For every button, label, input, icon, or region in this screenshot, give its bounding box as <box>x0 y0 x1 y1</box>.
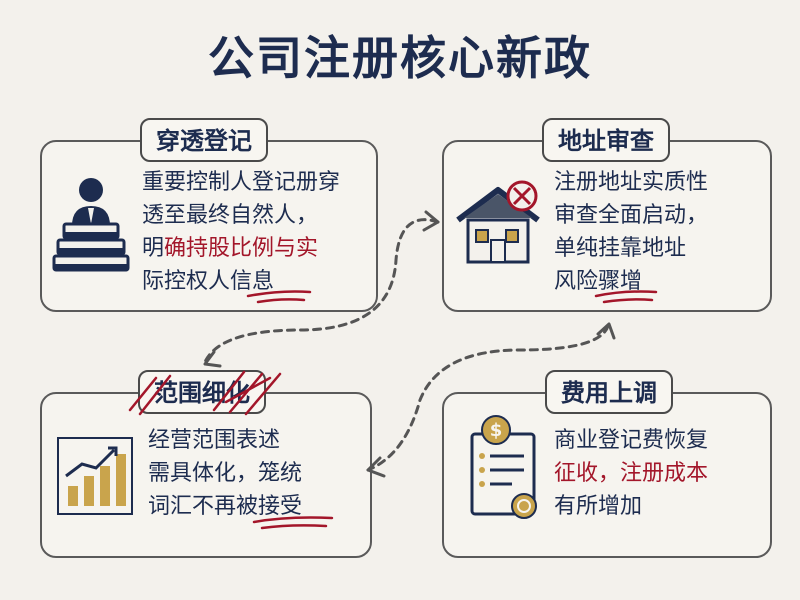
tag-fee-increase: 费用上调 <box>545 370 673 414</box>
text-segment: 透至最终自然人， <box>142 203 319 228</box>
accent-strokes <box>224 376 272 404</box>
accent-strokes <box>128 370 282 416</box>
connector-arrow <box>203 218 440 364</box>
tag-penetration-registration: 穿透登记 <box>140 118 268 162</box>
text-segment: 单纯挂靠地址 <box>554 236 687 261</box>
text-segment: 审查全面启动， <box>554 203 709 228</box>
svg-text:$: $ <box>490 420 503 441</box>
text-line: 经营范围表述 <box>148 424 302 457</box>
text-line: 风险骤增 <box>554 265 708 298</box>
text-segment: 有所增加 <box>554 494 643 519</box>
scope-description: 经营范围表述 需具体化，笼统 词汇不再被接受 <box>148 424 302 523</box>
underline-mark <box>246 290 312 304</box>
text-segment: 际控权人信息 <box>142 269 275 294</box>
text-line: 明确持股比例与实 <box>142 232 340 265</box>
text-line: 重要控制人登记册穿 <box>142 166 340 199</box>
highlight-text: 确持股比例与实 <box>164 236 319 261</box>
page-title: 公司注册核心新政 <box>208 31 592 85</box>
highlight-text: 征收，注册成本 <box>554 461 709 486</box>
text-segment: 重要控制人登记册穿 <box>142 170 341 195</box>
text-line: 单纯挂靠地址 <box>554 232 708 265</box>
text-line: 际控权人信息 <box>142 265 340 298</box>
text-segment: 经营范围表述 <box>148 428 281 453</box>
text-line: 征收，注册成本 <box>554 457 708 490</box>
text-line: 审查全面启动， <box>554 199 708 232</box>
address-description: 注册地址实质性 审查全面启动， 单纯挂靠地址 风险骤增 <box>554 166 708 298</box>
text-segment: 需具体化，笼统 <box>148 461 303 486</box>
underline-mark <box>594 290 658 304</box>
house-with-prohibited-sign-icon <box>456 180 540 264</box>
document-with-coin-icon: $ <box>470 415 537 519</box>
text-line: 透至最终自然人， <box>142 199 340 232</box>
text-segment: 注册地址实质性 <box>554 170 709 195</box>
arrowhead <box>422 210 440 232</box>
arrowhead <box>596 322 616 340</box>
text-line: 需具体化，笼统 <box>148 457 302 490</box>
text-segment: 明 <box>142 236 165 261</box>
text-segment: 商业登记费恢复 <box>554 428 709 453</box>
connector-arrow <box>366 324 610 472</box>
tag-address-review: 地址审查 <box>542 118 670 162</box>
rising-bar-chart-icon <box>57 437 133 515</box>
fee-description: 商业登记费恢复 征收，注册成本 有所增加 <box>554 424 708 523</box>
penetration-description: 重要控制人登记册穿 透至最终自然人， 明确持股比例与实 际控权人信息 <box>142 166 340 298</box>
text-line: 注册地址实质性 <box>554 166 708 199</box>
person-at-podium-icon <box>52 178 130 272</box>
arrowhead <box>366 456 386 478</box>
text-line: 词汇不再被接受 <box>148 490 302 523</box>
text-segment: 风险骤增 <box>554 269 643 294</box>
underline-mark <box>252 516 334 530</box>
arrowhead <box>203 350 222 368</box>
text-segment: 词汇不再被接受 <box>148 494 303 519</box>
text-line: 商业登记费恢复 <box>554 424 708 457</box>
text-line: 有所增加 <box>554 490 708 523</box>
